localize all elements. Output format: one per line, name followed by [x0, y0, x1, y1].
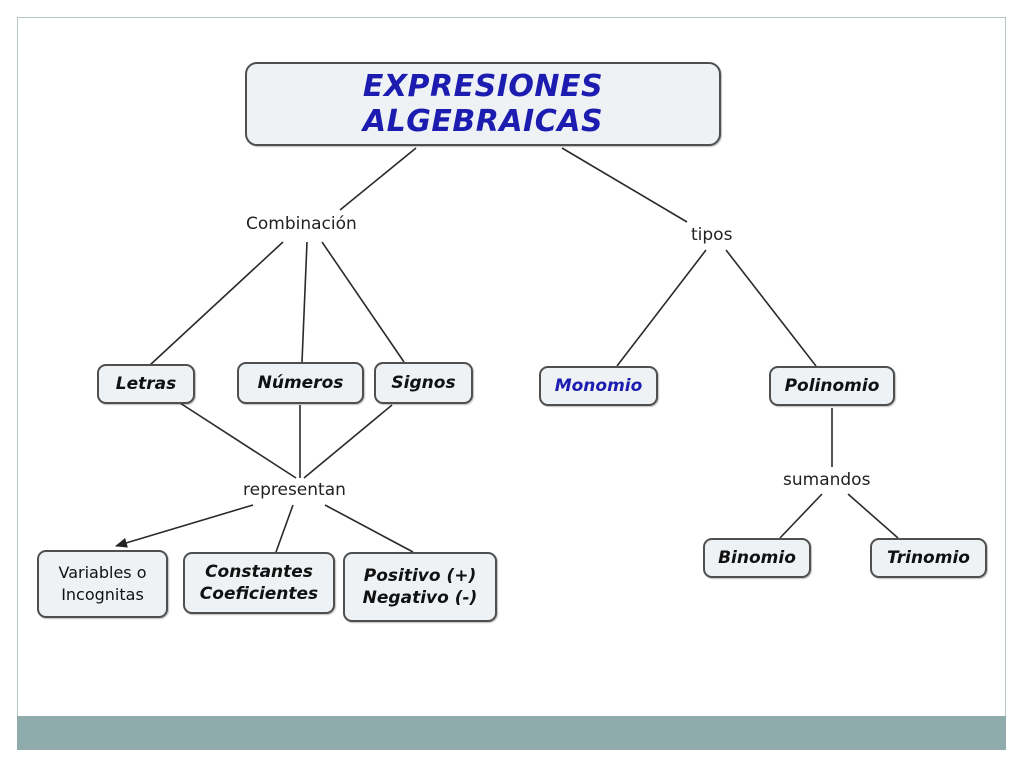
linker-sumandos: sumandos [780, 470, 874, 490]
link-title-tipos [561, 147, 688, 223]
link-combinacion-numeros [301, 241, 308, 363]
link-sumandos-binomio [779, 493, 823, 539]
link-signos-representan [303, 404, 393, 479]
node-signos-label: Signos [391, 373, 456, 393]
link-tipos-polinomio [725, 249, 817, 367]
node-monomio: Monomio [539, 366, 658, 406]
footer-band [17, 716, 1006, 750]
node-numeros: Números [237, 362, 364, 404]
node-signos: Signos [374, 362, 473, 404]
node-trinomio-label: Trinomio [887, 548, 970, 568]
link-representan-constantes [275, 504, 294, 553]
link-letras-representan [179, 402, 297, 479]
node-monomio-label: Monomio [554, 376, 643, 396]
link-representan-signos-valor [324, 504, 414, 553]
link-combinacion-letras [149, 241, 284, 366]
link-title-combinacion [339, 147, 417, 211]
node-letras-label: Letras [115, 374, 177, 394]
node-variables-line2: Incognitas [61, 585, 144, 604]
link-combinacion-signos [321, 241, 405, 363]
node-binomio-label: Binomio [718, 548, 796, 568]
node-variables: Variables o Incognitas [37, 550, 168, 618]
node-binomio: Binomio [703, 538, 811, 578]
node-polinomio: Polinomio [769, 366, 895, 406]
linker-tipos: tipos [688, 225, 736, 245]
node-constantes-line1: Constantes [205, 562, 313, 582]
node-letras: Letras [97, 364, 195, 404]
linker-combinacion: Combinación [243, 214, 360, 234]
node-signos-valor-line1: Positivo (+) [363, 566, 477, 586]
node-polinomio-label: Polinomio [784, 376, 880, 396]
link-sumandos-trinomio [847, 493, 899, 539]
node-constantes: Constantes Coeficientes [183, 552, 335, 614]
node-numeros-label: Números [257, 373, 344, 393]
node-variables-line1: Variables o [58, 563, 147, 582]
node-constantes-line2: Coeficientes [199, 584, 319, 604]
title-node: EXPRESIONES ALGEBRAICAS [245, 62, 721, 146]
link-tipos-monomio [616, 249, 707, 367]
node-trinomio: Trinomio [870, 538, 987, 578]
linker-representan: representan [240, 480, 349, 500]
node-signos-valor-line2: Negativo (-) [362, 588, 478, 608]
page-title: EXPRESIONES ALGEBRAICAS [362, 69, 604, 139]
link-representan-variables [115, 504, 254, 548]
node-signos-valor: Positivo (+) Negativo (-) [343, 552, 497, 622]
